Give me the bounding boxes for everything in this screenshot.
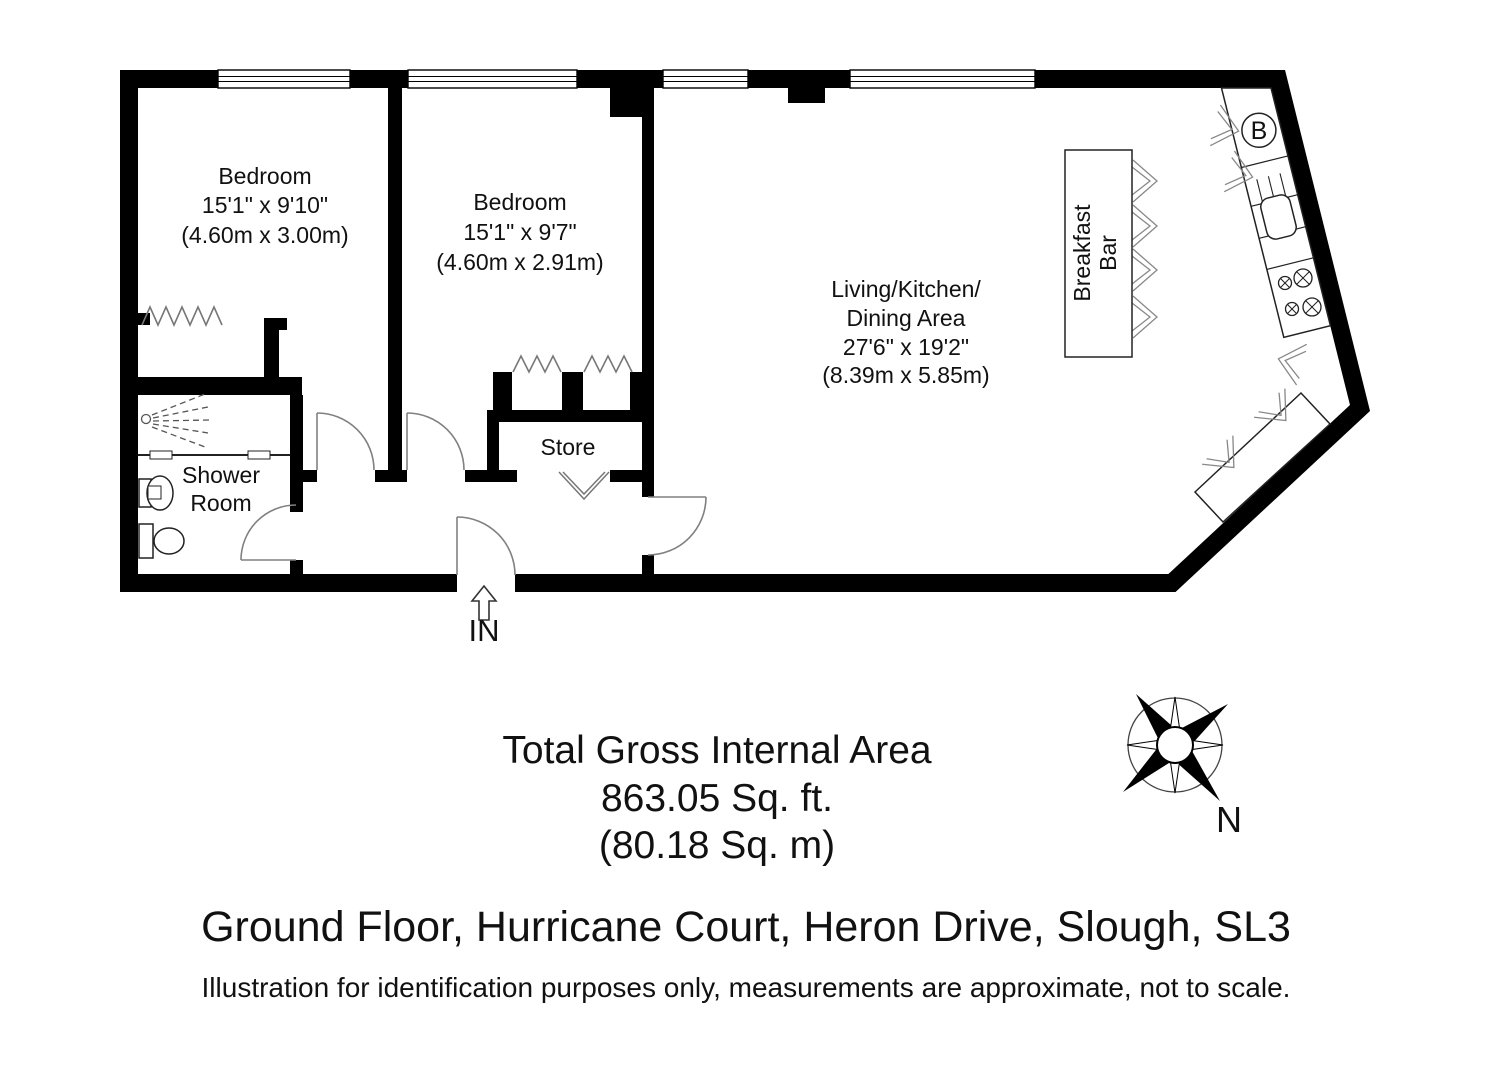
- bedroom1-dim-imperial: 15'1" x 9'10": [202, 192, 328, 218]
- shower-room-label-line1: Shower: [182, 462, 260, 488]
- window: [407, 69, 578, 89]
- shower-room-fixtures: [138, 393, 290, 559]
- living-name-line2: Dining Area: [847, 305, 966, 331]
- living-name-line1: Living/Kitchen/: [831, 276, 981, 302]
- wall-closet-stub2: [562, 372, 583, 412]
- door-bedroom2: [406, 412, 465, 471]
- kitchen-counter-lower: [1193, 391, 1332, 524]
- wardrobe-rail-icon: [141, 305, 223, 327]
- shower-screen-notch: [247, 450, 271, 460]
- wall-store-bottom: [610, 470, 654, 482]
- wall-shower-stub: [290, 560, 303, 578]
- shower-room-label-line2: Room: [190, 490, 251, 516]
- total-area-sqft: 863.05 Sq. ft.: [601, 777, 833, 820]
- breakfast-bar-label: Breakfast: [1069, 204, 1095, 302]
- compass-rose-icon: N: [1123, 694, 1242, 840]
- entrance-arrow-icon: [470, 584, 498, 621]
- sink-icon: [1260, 194, 1297, 240]
- wall-store-top: [487, 410, 654, 422]
- bedroom2-dim-metric: (4.60m x 2.91m): [436, 249, 603, 275]
- chevron-icon: [1131, 204, 1158, 248]
- wall-bedroom2-living: [642, 88, 654, 412]
- breakfast-bar: Breakfast Bar: [1064, 149, 1133, 358]
- bedroom2-name: Bedroom: [473, 189, 566, 215]
- wall-shower-right: [290, 395, 303, 512]
- chevron-icon: [1277, 343, 1308, 386]
- wall-shower-top: [138, 377, 302, 395]
- shower-screen-notch: [149, 450, 173, 460]
- interior-walls: [138, 88, 825, 578]
- window: [217, 69, 351, 89]
- wall-closet-stub3: [630, 372, 642, 412]
- entrance-opening: [457, 573, 515, 594]
- total-area-sqm: (80.18 Sq. m): [599, 824, 835, 867]
- exterior-wall-outline: [120, 70, 1371, 592]
- store-label: Store: [541, 434, 596, 460]
- door-shower-room: [240, 504, 297, 561]
- chevron-icon: [1131, 295, 1158, 339]
- wall-store-right: [642, 412, 654, 497]
- wardrobe-rails: [141, 305, 633, 374]
- toilet-icon: [138, 523, 185, 559]
- compass-north-label: N: [1216, 799, 1242, 840]
- chevron-icon: [1131, 159, 1158, 203]
- basin-icon: [138, 475, 174, 511]
- kitchen-counter: B: [1220, 87, 1332, 339]
- entrance-label: IN: [469, 613, 500, 648]
- door-living: [647, 496, 707, 556]
- closet-rail-icon: [583, 354, 633, 374]
- wall-hall-b: [375, 470, 407, 482]
- bedroom1-name: Bedroom: [218, 163, 311, 189]
- bedroom1-dim-metric: (4.60m x 3.00m): [181, 222, 348, 248]
- doors: [240, 412, 707, 576]
- living-dim-imperial: 27'6" x 19'2": [843, 334, 969, 360]
- wall-bedroom1-inner: [264, 318, 279, 382]
- chevron-icon: [1202, 435, 1235, 469]
- chevron-icon: [1254, 388, 1287, 422]
- windows: [217, 69, 1036, 89]
- shower-head-icon: [140, 393, 211, 448]
- wall-closet-stub1: [493, 372, 512, 412]
- page-title: Ground Floor, Hurricane Court, Heron Dri…: [201, 903, 1291, 951]
- room-labels: Bedroom 15'1" x 9'10" (4.60m x 3.00m) Be…: [181, 163, 989, 516]
- boiler-badge: B: [1241, 112, 1277, 148]
- wall-bedroom-divider: [388, 88, 402, 470]
- unit-chevrons: [1131, 104, 1308, 469]
- window: [662, 69, 749, 89]
- wall-nub-bedroom1: [279, 318, 287, 330]
- total-area-heading: Total Gross Internal Area: [502, 729, 932, 772]
- wall-pillar-bedroom2: [610, 88, 642, 117]
- boiler-label: B: [1251, 117, 1268, 145]
- store-bifold-door: [558, 471, 610, 501]
- door-bedroom1: [316, 412, 375, 471]
- hob-icon: [1277, 268, 1322, 317]
- chevron-icon: [1223, 150, 1254, 193]
- wall-pillar-living: [788, 88, 825, 103]
- wall-stub-living-door: [642, 555, 654, 578]
- chevron-icon: [1131, 248, 1158, 292]
- wall-hall-a: [300, 470, 317, 482]
- window: [849, 69, 1036, 89]
- living-dim-metric: (8.39m x 5.85m): [822, 362, 989, 388]
- door-entrance: [456, 516, 516, 576]
- closet-rail-icon: [512, 354, 562, 374]
- wall-hall-c: [465, 470, 517, 482]
- entrance-marker: IN: [469, 584, 500, 648]
- disclaimer-text: Illustration for identification purposes…: [202, 972, 1291, 1003]
- chevron-icon: [1209, 104, 1240, 147]
- text-block: Total Gross Internal Area 863.05 Sq. ft.…: [201, 729, 1291, 1003]
- wall-store-left: [487, 410, 499, 482]
- breakfast-bar-label: Bar: [1095, 235, 1121, 271]
- bedroom2-dim-imperial: 15'1" x 9'7": [463, 219, 576, 245]
